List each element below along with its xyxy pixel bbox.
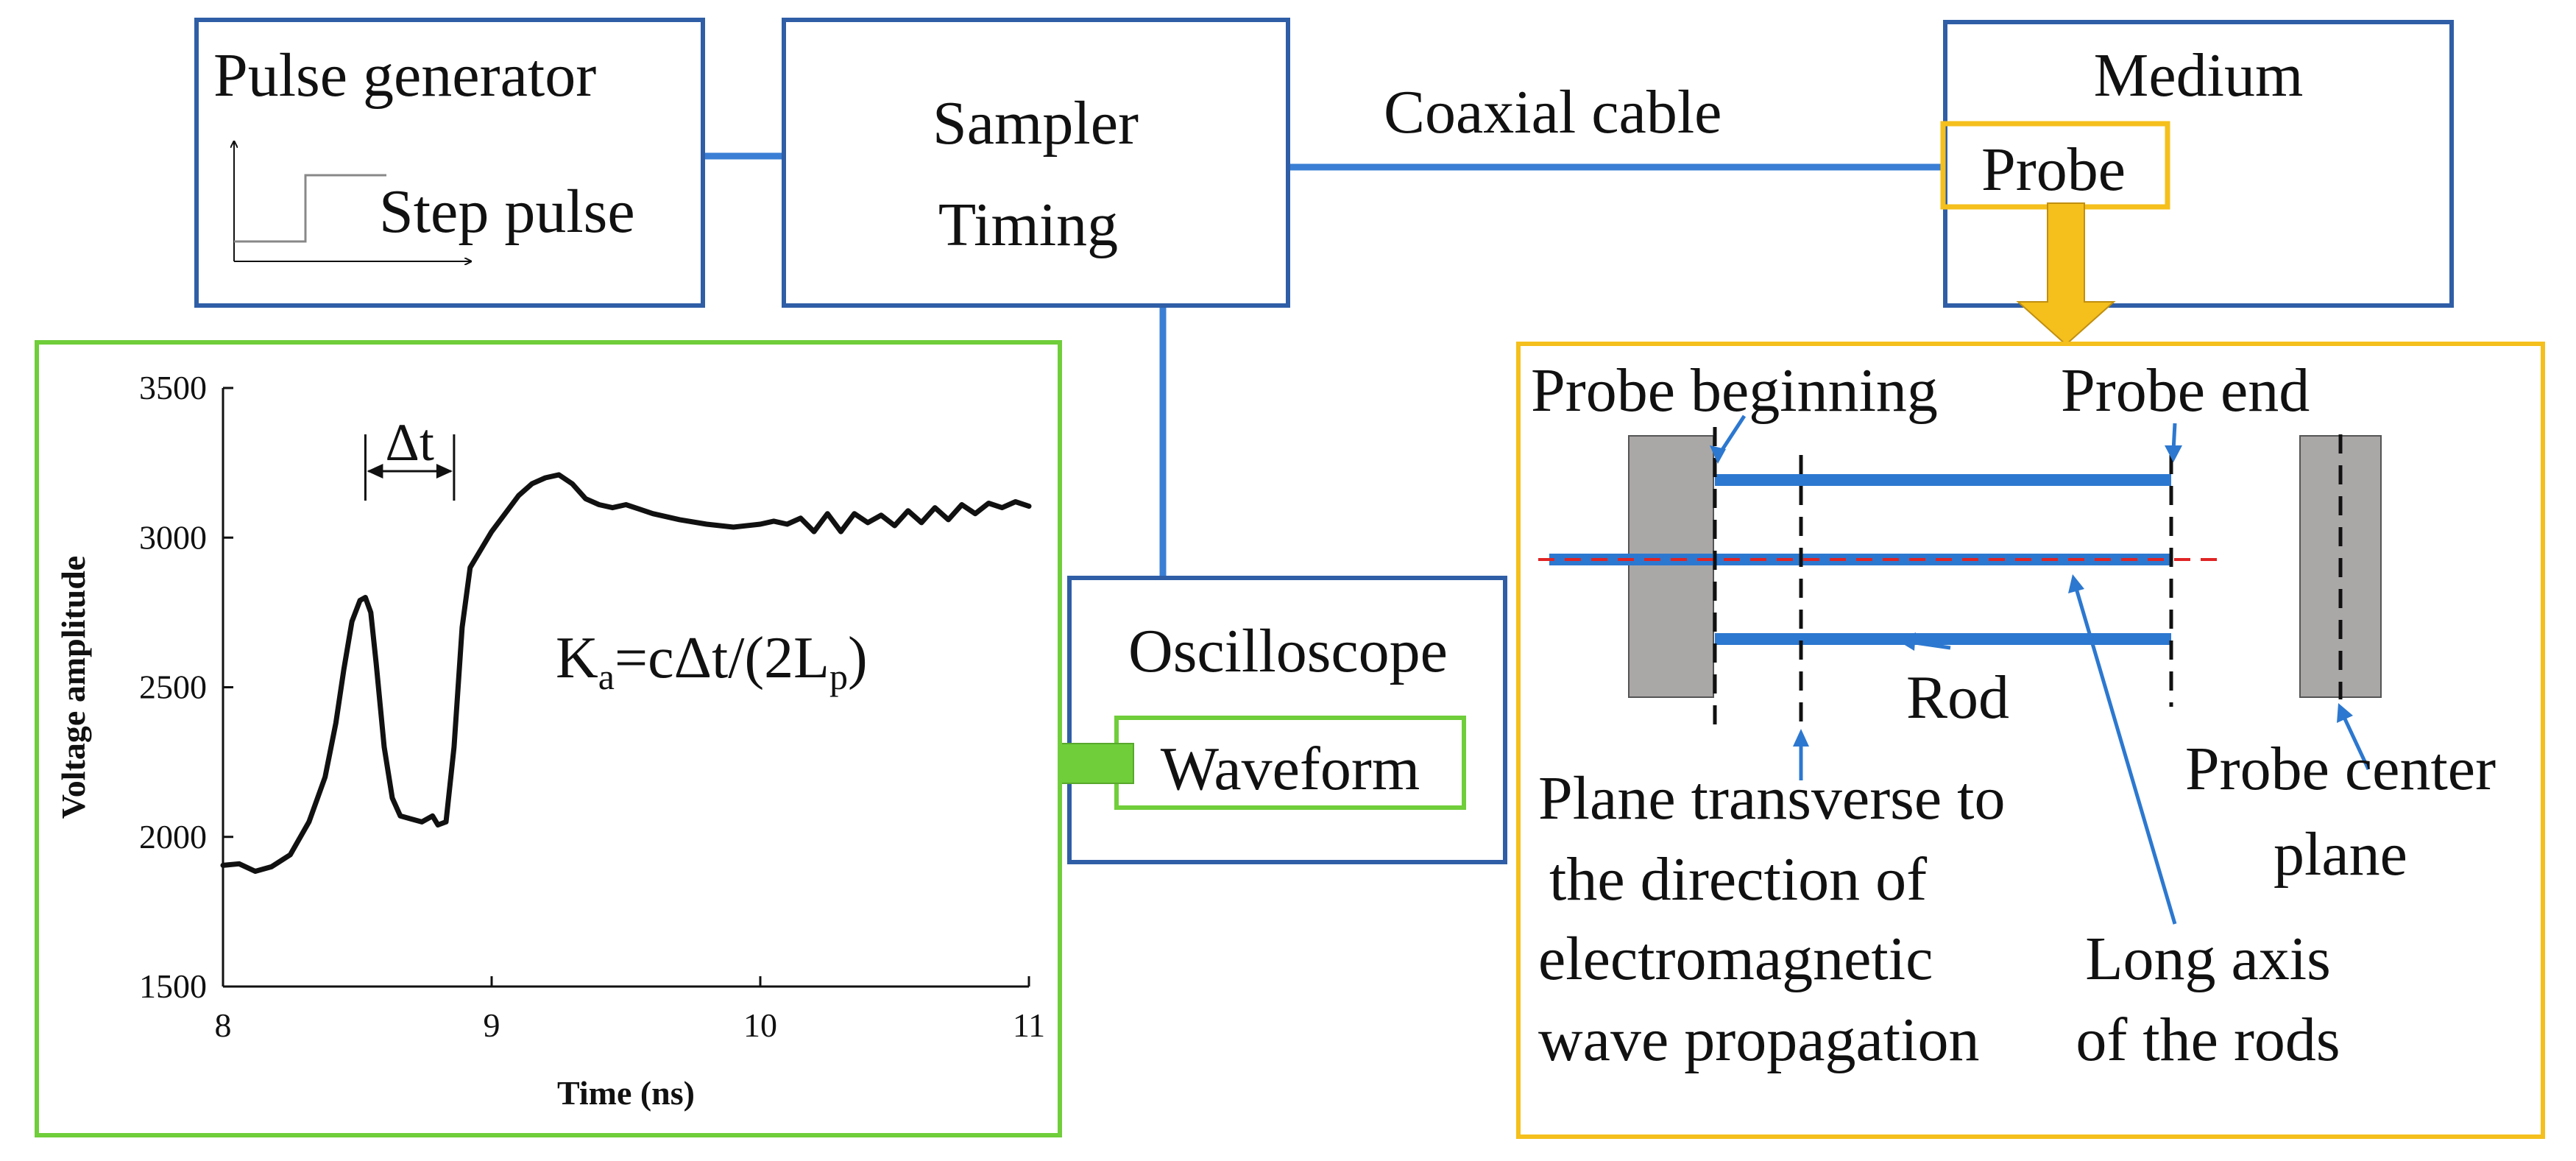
probe-center-plane-line-1: Probe center xyxy=(2185,735,2496,803)
medium-title: Medium xyxy=(2094,41,2304,110)
probe-beginning-label: Probe beginning xyxy=(1531,356,1938,425)
y-tick-label: 3500 xyxy=(139,369,207,406)
step-pulse-label: Step pulse xyxy=(379,177,635,246)
delta-t-arrow-right xyxy=(436,464,453,479)
long-axis-line-1: Long axis xyxy=(2085,925,2331,993)
x-tick-label: 10 xyxy=(743,1006,777,1044)
timing-label: Timing xyxy=(938,191,1118,259)
probe-detail-arrow xyxy=(2016,202,2116,346)
x-tick-label: 8 xyxy=(215,1006,232,1044)
connection-wires xyxy=(703,152,1943,578)
waveform-label: Waveform xyxy=(1161,735,1420,803)
sampler-timing-block: Sampler Timing xyxy=(782,18,1290,308)
pulse-generator-frame xyxy=(194,18,705,308)
waveform-chart-frame xyxy=(35,340,1062,1137)
transverse-plane-line-1: Plane transverse to xyxy=(1538,764,2005,833)
oscilloscope-block: Oscilloscope Waveform xyxy=(1067,576,1507,864)
y-axis-title: Voltage amplitude xyxy=(54,556,92,819)
rod-label: Rod xyxy=(1906,663,2009,732)
x-axis-title: Time (ns) xyxy=(557,1074,695,1112)
long-axis-line-2: of the rods xyxy=(2076,1006,2340,1074)
coaxial-cable-label: Coaxial cable xyxy=(1384,78,1722,147)
transverse-plane-line-3: electromagnetic xyxy=(1538,925,1933,993)
sampler-frame xyxy=(782,18,1290,308)
y-tick-label: 2000 xyxy=(139,818,207,855)
sampler-label: Sampler xyxy=(933,89,1139,158)
pulse-generator-block: Pulse generator Step pulse xyxy=(194,18,705,308)
delta-t-label: Δt xyxy=(386,413,434,472)
x-tick-label: 9 xyxy=(484,1006,500,1044)
formula-k: K xyxy=(556,626,598,691)
transverse-plane-line-2: the direction of xyxy=(1549,845,1927,914)
x-tick-label: 11 xyxy=(1013,1006,1045,1044)
y-tick-label: 2500 xyxy=(139,668,207,706)
probe-head-block xyxy=(1628,435,1714,698)
permittivity-formula: Ka=cΔt/(2Lp) xyxy=(556,626,868,697)
medium-block: Medium Probe xyxy=(1940,20,2454,308)
formula-sub-a: a xyxy=(598,656,615,697)
y-tick-label: 1500 xyxy=(139,967,207,1005)
delta-t-arrow-left xyxy=(367,464,383,479)
voltage-waveform-line xyxy=(220,472,1032,874)
step-pulse-icon xyxy=(234,141,471,261)
y-tick-label: 3000 xyxy=(139,518,207,556)
probe-end-label: Probe end xyxy=(2061,356,2310,425)
probe-center-plane-line-2: plane xyxy=(2274,820,2407,889)
callout-pointers xyxy=(1710,414,2371,925)
pulse-generator-title: Pulse generator xyxy=(213,41,596,110)
formula-body: =cΔt/(2L xyxy=(615,626,829,691)
oscilloscope-title: Oscilloscope xyxy=(1128,617,1448,685)
formula-close: ) xyxy=(848,626,868,691)
formula-sub-p: p xyxy=(829,656,848,697)
probe-detail-panel: Probe beginning Probe end Rod Plane t xyxy=(1516,342,2545,1139)
probe-label: Probe xyxy=(1981,135,2126,204)
transverse-plane-line-4: wave propagation xyxy=(1538,1006,1979,1074)
